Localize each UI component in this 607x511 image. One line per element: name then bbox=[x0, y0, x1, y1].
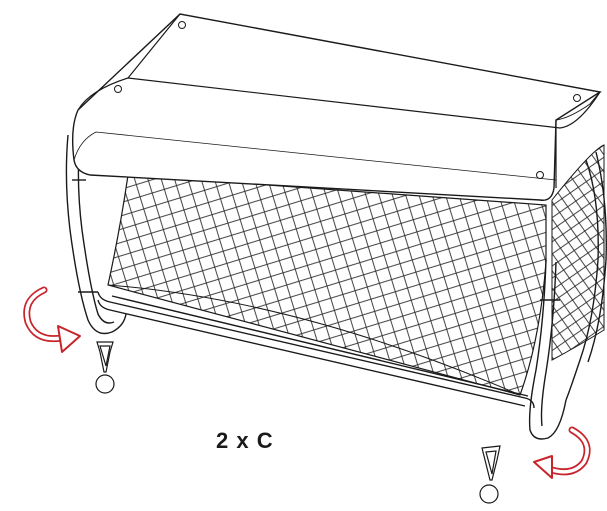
foot-cap-icon bbox=[479, 484, 499, 504]
base-frame bbox=[97, 291, 535, 409]
screw-hole-icon bbox=[573, 94, 581, 102]
screw-hole-icon bbox=[114, 85, 122, 93]
left-rotate-arrow bbox=[23, 286, 81, 353]
side-mesh-net bbox=[551, 144, 605, 361]
foot-cap-left bbox=[95, 341, 115, 394]
screw-hole-icon bbox=[178, 21, 186, 29]
left-leg-tube bbox=[65, 134, 127, 335]
foot-cap-icon bbox=[95, 374, 115, 394]
foot-cap-right bbox=[479, 445, 501, 504]
quantity-label: 2 x C bbox=[216, 428, 274, 453]
right-leg-tube bbox=[528, 151, 607, 440]
screw-hole-icon bbox=[536, 171, 544, 179]
screw-holes bbox=[114, 21, 581, 179]
right-rotate-arrow bbox=[533, 426, 591, 479]
top-panel bbox=[71, 13, 602, 201]
mesh-net bbox=[107, 174, 547, 396]
